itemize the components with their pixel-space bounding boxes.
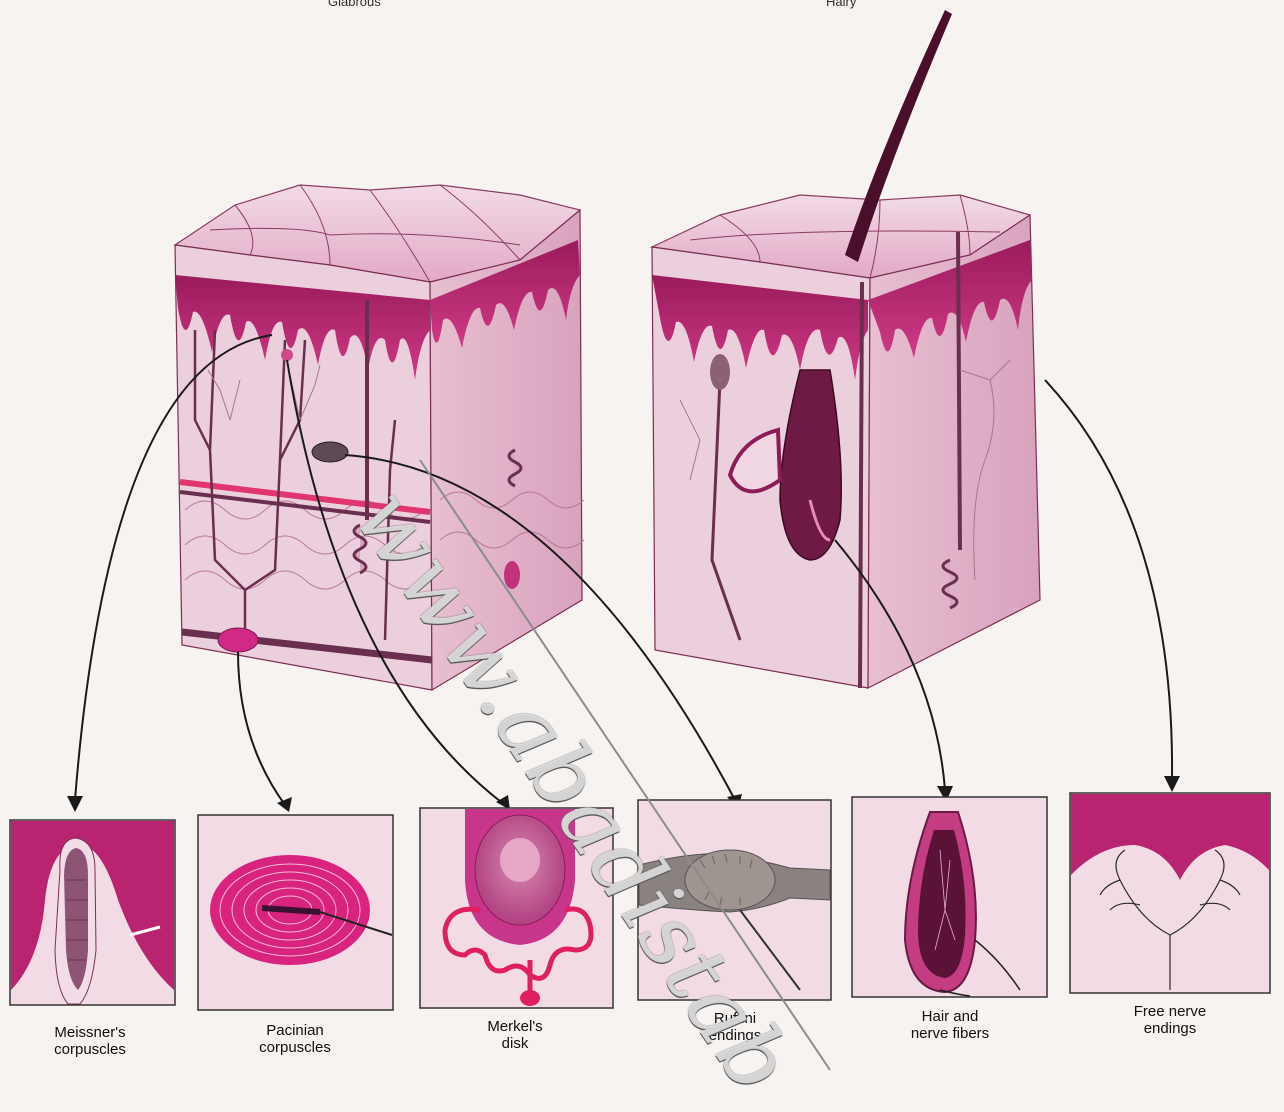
skin-diagram-svg xyxy=(0,0,1284,1072)
panel-hair xyxy=(852,797,1047,997)
glabrous-skin-block xyxy=(175,185,584,690)
diagram-stage: Glabrous Hairy xyxy=(0,0,1284,1072)
panel-ruffini xyxy=(638,800,831,1000)
panel-meissner xyxy=(10,820,175,1005)
panel-free-nerve xyxy=(1070,793,1270,993)
hairy-skin-block xyxy=(652,10,1040,688)
panel-pacinian xyxy=(198,815,393,1010)
panel-merkel xyxy=(420,808,613,1008)
